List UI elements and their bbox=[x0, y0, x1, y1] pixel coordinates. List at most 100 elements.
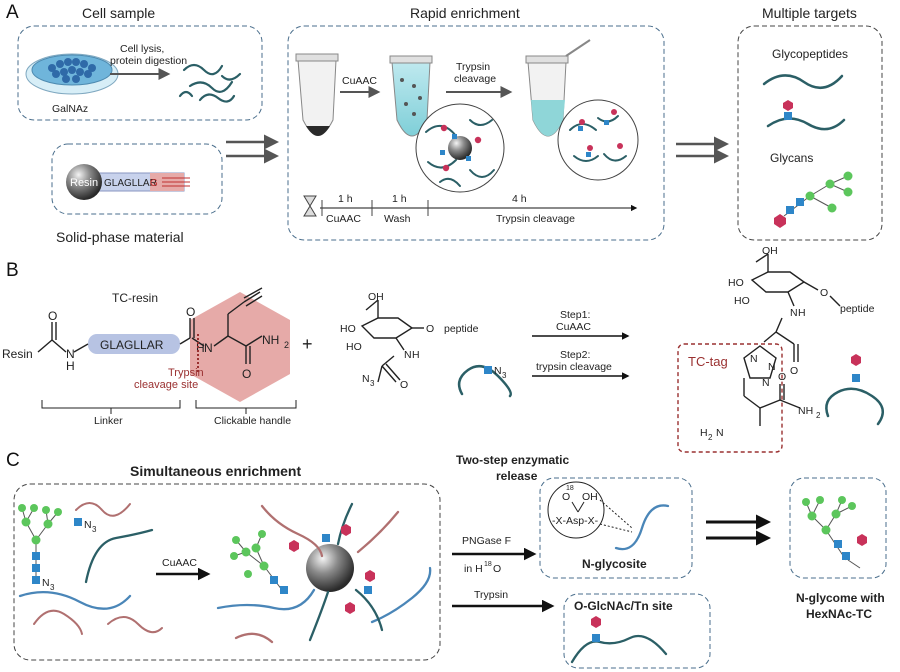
glycans-label: Glycans bbox=[770, 151, 813, 165]
time-1h-a: 1 h bbox=[338, 193, 353, 205]
product-h2n-n: N bbox=[716, 427, 724, 439]
n3-label: N bbox=[362, 373, 370, 385]
tc-tag-label: TC-tag bbox=[688, 354, 728, 369]
product-h2n: H bbox=[700, 427, 708, 439]
glaglar-seq: GLAGLLAR bbox=[100, 338, 164, 352]
product-nh: N bbox=[790, 307, 798, 319]
step1-line2: CuAAC bbox=[556, 321, 591, 333]
o-label-3: O bbox=[242, 367, 251, 381]
oh-asp: OH bbox=[582, 491, 598, 503]
n3-left: N bbox=[42, 577, 50, 589]
time-4h: 4 h bbox=[512, 193, 527, 205]
n3-left-sub: 3 bbox=[50, 583, 55, 592]
nh2-label: NH bbox=[262, 333, 279, 347]
two-step-line1: Two-step enzymatic bbox=[456, 453, 569, 467]
tc-resin-label: TC-resin bbox=[112, 291, 158, 305]
h-sugar: H bbox=[412, 349, 420, 361]
resin-bead-icon bbox=[66, 164, 190, 200]
cell-lysis-line1: Cell lysis, bbox=[120, 43, 164, 55]
product-peptide-chain bbox=[825, 387, 885, 426]
clickable-label: Clickable handle bbox=[214, 415, 291, 427]
o18-sup: 18 bbox=[566, 485, 574, 492]
h2o-label-1: in H bbox=[464, 563, 483, 575]
product-peptide: peptide bbox=[840, 303, 875, 315]
glycan-tree-c bbox=[230, 530, 288, 594]
step2-line2: trypsin cleavage bbox=[536, 361, 612, 373]
product-h: H bbox=[798, 307, 806, 319]
n-glycome-box bbox=[789, 477, 887, 579]
n3-chain-sub: 3 bbox=[502, 371, 507, 380]
time-1h-b: 1 h bbox=[392, 193, 407, 205]
trypsin-c-label: Trypsin bbox=[474, 589, 508, 601]
pngase-label: PNGase F bbox=[462, 535, 511, 547]
h-label-1: H bbox=[66, 359, 75, 373]
o-glcnac-label: O-GlcNAc/Tn site bbox=[574, 599, 673, 613]
petri-dish-icon bbox=[25, 53, 119, 95]
n-glycosite-label: N-glycosite bbox=[582, 557, 647, 571]
multiple-targets-title: Multiple targets bbox=[762, 5, 857, 21]
product-o-link: O bbox=[820, 287, 828, 299]
cuaac-label: CuAAC bbox=[342, 75, 377, 87]
step1-line1: Step1: bbox=[560, 309, 590, 321]
product-ho-1: HO bbox=[728, 277, 744, 289]
asp-zoom-circle bbox=[547, 481, 605, 539]
step-wash: Wash bbox=[384, 213, 411, 225]
tc-resin-structure bbox=[37, 287, 263, 364]
step2-line1: Step2: bbox=[560, 349, 590, 361]
cuaac-c-label: CuAAC bbox=[162, 557, 197, 569]
ho-label-2: HO bbox=[346, 341, 362, 353]
multiple-targets-box bbox=[737, 25, 883, 241]
nh-sugar: N bbox=[404, 349, 412, 361]
o-link-label: O bbox=[426, 323, 434, 335]
resin-word: Resin bbox=[70, 177, 98, 189]
glycan-icon bbox=[774, 171, 853, 228]
o-asp: O bbox=[562, 491, 570, 503]
zoom-circle-2 bbox=[557, 99, 639, 181]
step-cuaac: CuAAC bbox=[326, 213, 361, 225]
h2o-label-2: O bbox=[493, 563, 501, 575]
hourglass-icon bbox=[303, 195, 317, 217]
cell-sample-title: Cell sample bbox=[82, 5, 155, 21]
h-label-2: H bbox=[196, 341, 205, 355]
product-o-carbonyl: O bbox=[790, 365, 798, 377]
rapid-enrichment-box bbox=[287, 25, 665, 241]
product-h2n-sub: 2 bbox=[708, 433, 713, 442]
solid-phase-title: Solid-phase material bbox=[56, 229, 184, 245]
n3-sub: 3 bbox=[370, 379, 375, 388]
n-glycome-line1: N-glycome with bbox=[796, 591, 885, 605]
triazole-n-3: N bbox=[762, 377, 770, 389]
ho-label: HO bbox=[340, 323, 356, 335]
n3-chain-label: N bbox=[494, 365, 502, 377]
resin-label: Resin bbox=[2, 347, 33, 361]
nh-label-2: N bbox=[204, 341, 213, 355]
cleave-label-2: cleavage site bbox=[134, 379, 198, 391]
cell-sample-box bbox=[17, 25, 263, 121]
o-label-2: O bbox=[186, 305, 195, 319]
n-glycome-icon bbox=[802, 496, 867, 569]
n3-mid-sub: 3 bbox=[92, 525, 97, 534]
tube-icon-3 bbox=[525, 39, 591, 137]
simultaneous-title: Simultaneous enrichment bbox=[130, 463, 301, 479]
triazole-n-1: N bbox=[750, 353, 758, 365]
resin-g: G bbox=[150, 178, 158, 189]
solid-phase-box bbox=[51, 143, 223, 215]
linker-box bbox=[88, 334, 180, 354]
glycan-tree-icon bbox=[18, 504, 62, 584]
product-structure bbox=[743, 253, 841, 426]
bead-icon bbox=[306, 544, 354, 592]
nh2-sub: 2 bbox=[284, 340, 289, 350]
cell-lysis-line2: protein digestion bbox=[110, 55, 187, 67]
linker-label: Linker bbox=[94, 415, 123, 427]
o-label-carbonyl: O bbox=[400, 379, 408, 391]
nh-label-1: N bbox=[66, 347, 75, 361]
panel-b-letter: B bbox=[6, 260, 19, 281]
plus-sign: + bbox=[302, 334, 313, 354]
trypsin-label-2: cleavage bbox=[454, 73, 496, 85]
clickable-handle-box bbox=[190, 292, 290, 402]
bead-icon-small bbox=[448, 136, 472, 160]
o-label-1: O bbox=[48, 309, 57, 323]
peptide-n3-chain bbox=[457, 364, 512, 398]
product-nh2: NH bbox=[798, 405, 813, 417]
cleave-label-1: Trypsin bbox=[168, 367, 204, 379]
o-glcnac-box bbox=[563, 593, 711, 669]
